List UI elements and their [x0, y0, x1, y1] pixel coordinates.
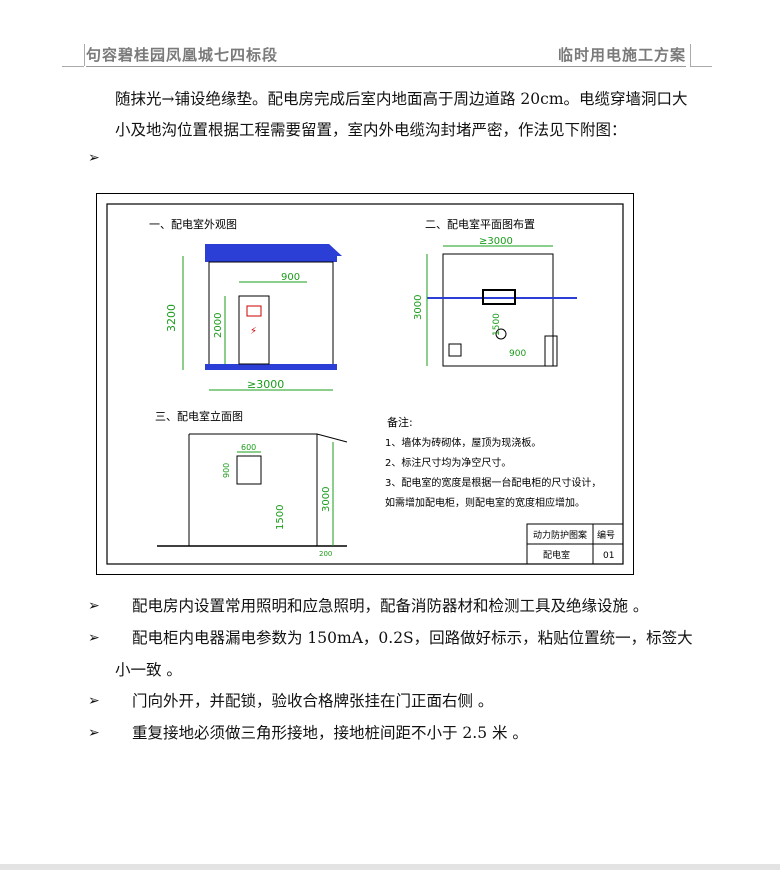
note-4: 如需增加配电柜，则配电室的宽度相应增加。	[385, 496, 585, 509]
bullet-3-text: 门向外开，并配锁，验收合格牌张挂在门正面右侧 。	[132, 692, 494, 710]
roof-edge	[205, 256, 337, 262]
bullet-4-text: 重复接地必须做三角形接地，接地桩间距不小于 2.5 米 。	[132, 724, 528, 742]
crop-mark-left	[62, 66, 84, 67]
bullet-2-text: 配电柜内电器漏电参数为 150mA，0.2S，回路做好标示，粘贴位置统一，标签大	[132, 629, 693, 647]
note-1: 1、墙体为砖砌体，屋顶为现浇板。	[385, 436, 541, 449]
dim-1500-elev: 1500	[275, 505, 286, 530]
room-wall	[208, 261, 334, 367]
bullet-empty: ➢	[88, 150, 100, 166]
bullet-1: ➢	[88, 598, 100, 614]
dim-3000-plan-top: ≥3000	[479, 236, 513, 247]
title-block-number-value: 01	[603, 551, 614, 561]
dim-900-plan: 900	[509, 349, 526, 359]
bullet-2-cont: 小一致 。	[115, 661, 182, 679]
dim-3000-elev: 3000	[321, 487, 332, 512]
intro-line-2: 小及地沟位置根据工程需要留置，室内外电缆沟封堵严密，作法见下附图：	[115, 121, 627, 139]
dim-600: 600	[241, 443, 256, 452]
bullet-2: ➢	[88, 630, 100, 646]
dim-900: 900	[281, 272, 300, 283]
drawing-svg: 一、配电室外观图 ⚡ 3200 2000 900 ≥3000 二、配电室平面图布…	[106, 203, 624, 565]
base-blue	[205, 364, 337, 370]
plan-equipment	[448, 343, 462, 357]
note-3: 3、配电室的宽度是根据一台配电柜的尺寸设计，	[385, 476, 601, 489]
crop-mark-right	[690, 66, 712, 67]
cabinet	[482, 289, 516, 305]
dim-3200: 3200	[165, 304, 178, 332]
elev-roof	[189, 433, 348, 443]
title-block-name-value: 配电室	[543, 549, 570, 561]
header-project-name: 句容碧桂园凤凰城七四标段	[86, 46, 279, 64]
page-bottom-edge	[0, 864, 780, 870]
dim-3000-plan-left: 3000	[413, 295, 424, 320]
drawing-inner-frame	[106, 203, 624, 565]
dim-200: 200	[319, 550, 332, 558]
distribution-room-drawing: 一、配电室外观图 ⚡ 3200 2000 900 ≥3000 二、配电室平面图布…	[96, 193, 634, 575]
dim-900-elev: 900	[222, 463, 231, 478]
door-sign	[246, 305, 262, 317]
dim-3000-width: ≥3000	[247, 378, 284, 391]
title-block-name-label: 动力防护图案	[533, 529, 587, 541]
crop-mark-left-v	[84, 44, 85, 66]
plan-door	[544, 335, 558, 367]
section1-title: 一、配电室外观图	[149, 217, 237, 231]
header-doc-title: 临时用电施工方案	[557, 46, 686, 64]
dim-1500-plan: 1500	[492, 313, 502, 336]
section2-title: 二、配电室平面图布置	[425, 217, 535, 231]
title-block-number-label: 编号	[597, 529, 615, 541]
bullet-4: ➢	[88, 725, 100, 741]
elev-panel	[236, 455, 262, 485]
section3-title: 三、配电室立面图	[155, 409, 243, 423]
notes-title: 备注:	[387, 415, 413, 429]
intro-line-1: 随抹光→铺设绝缘垫。配电房完成后室内地面高于周边道路 20cm。电缆穿墙洞口大	[115, 90, 688, 108]
plan-outline	[442, 253, 554, 367]
roof-blue	[205, 244, 342, 256]
door	[238, 295, 270, 365]
page-header: 句容碧桂园凤凰城七四标段 临时用电施工方案	[86, 42, 686, 67]
crop-mark-right-v	[690, 44, 691, 66]
note-2: 2、标注尺寸均为净空尺寸。	[385, 456, 511, 469]
lightning-icon: ⚡	[250, 326, 257, 337]
dim-2000: 2000	[213, 313, 224, 338]
plan-lamp	[495, 328, 507, 340]
bullet-3: ➢	[88, 693, 100, 709]
bullet-1-text: 配电房内设置常用照明和应急照明，配备消防器材和检测工具及绝缘设施 。	[132, 597, 649, 615]
